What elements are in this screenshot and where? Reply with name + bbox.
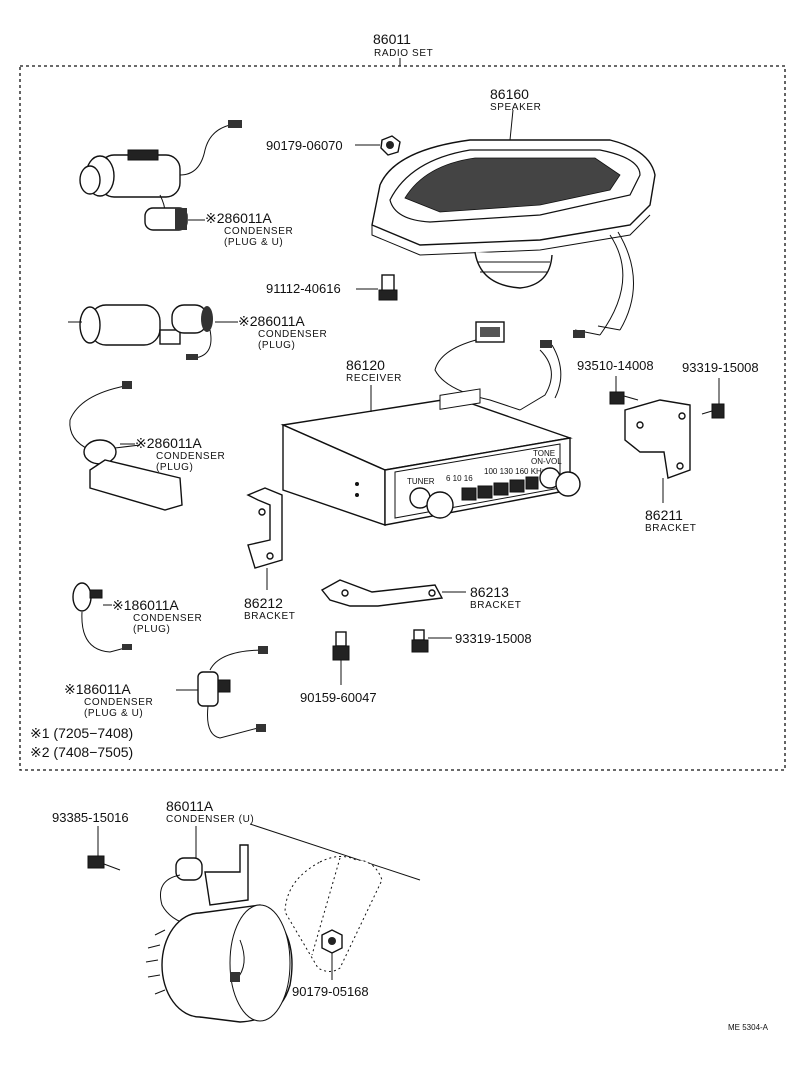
radio-set-number: 86011	[373, 31, 411, 47]
condenser-3-part	[69, 381, 183, 511]
bolt-93319-15008-bottom	[411, 629, 429, 653]
nut-90179-05168	[321, 929, 343, 954]
condenser-4-label: ※186011A	[112, 597, 179, 613]
part-93385-15016: 93385-15016	[52, 810, 129, 825]
bolt-91112-40616	[378, 274, 398, 301]
condenser-5-name: CONDENSER	[84, 697, 153, 708]
part-90159-60047: 90159-60047	[300, 690, 377, 705]
radio-set-boundary	[19, 65, 786, 771]
bolt-90159-60047	[332, 631, 350, 661]
condenser-4-part	[72, 582, 132, 653]
volume-outer-knob	[555, 471, 581, 497]
condenser-2-sub: (PLUG)	[258, 340, 296, 351]
preset-buttons	[461, 476, 539, 501]
condenser-5-body	[197, 671, 219, 707]
nut-90179-06070	[380, 135, 401, 156]
note-1: ※1 (7205−7408)	[30, 725, 133, 741]
condenser-6-number: 86011A	[166, 798, 214, 814]
condenser-6-part	[145, 844, 293, 1023]
condenser-1-label: ※286011A	[205, 210, 272, 226]
part-86213-number: 86213	[470, 584, 509, 600]
tone-label: TONE	[533, 449, 555, 458]
radio-set-name: RADIO SET	[374, 48, 433, 59]
speaker-leader	[509, 109, 514, 141]
condenser-4-body	[72, 582, 92, 612]
condenser-5-sub: (PLUG & U)	[84, 708, 143, 719]
part-90179-05168: 90179-05168	[292, 984, 369, 999]
condenser-2-name: CONDENSER	[258, 329, 327, 340]
part-86212-number: 86212	[244, 595, 283, 611]
condenser-6-name: CONDENSER (U)	[166, 814, 254, 825]
bracket-86212	[246, 487, 283, 569]
condenser-3-body	[83, 439, 117, 465]
condenser-6-body	[175, 857, 203, 881]
condenser-2-label: ※286011A	[238, 313, 305, 329]
condenser-5-part	[197, 646, 268, 739]
speaker-number: 86160	[490, 86, 529, 102]
speaker-grille	[404, 157, 621, 213]
bolt-93385-15016	[87, 855, 121, 871]
note-2: ※2 (7408−7505)	[30, 744, 133, 760]
bolt-93510-14008	[609, 391, 639, 405]
part-93510-14008: 93510-14008	[577, 358, 654, 373]
condenser-1-sub: (PLUG & U)	[224, 237, 283, 248]
part-93319-15008-right: 93319-15008	[682, 360, 759, 375]
part-86211-number: 86211	[645, 507, 683, 523]
dial-right-scale: 100 130 160 KHz	[484, 467, 546, 476]
diagram-code: ME 5304-A	[728, 1023, 769, 1032]
receiver: 6 10 16 100 130 160 KHz TUNER TONE ON-VO…	[280, 388, 581, 526]
condenser-3-label: ※286011A	[135, 435, 202, 451]
condenser-4-sub: (PLUG)	[133, 624, 171, 635]
speaker-magnet	[474, 251, 553, 289]
dial-left-scale: 6 10 16	[446, 474, 473, 483]
tuner-label: TUNER	[407, 477, 435, 486]
part-91112-40616: 91112-40616	[266, 281, 341, 296]
receiver-name: RECEIVER	[346, 373, 402, 384]
condenser-1-name: CONDENSER	[224, 226, 293, 237]
part-93319-15008-bottom: 93319-15008	[455, 631, 532, 646]
bracket-86213	[320, 579, 444, 607]
part-86212-name: BRACKET	[244, 611, 295, 622]
condenser-5-label: ※186011A	[64, 681, 131, 697]
receiver-number: 86120	[346, 357, 385, 373]
ignition-coil-reference	[284, 856, 383, 972]
bracket-86211	[624, 399, 691, 479]
condenser-1-motor	[79, 120, 242, 231]
part-90179-06070: 90179-06070	[266, 138, 343, 153]
condenser-3-name: CONDENSER	[156, 451, 225, 462]
speaker-name: SPEAKER	[490, 102, 541, 113]
condenser-2-part	[68, 304, 213, 360]
part-86213-name: BRACKET	[470, 600, 521, 611]
part-86211-name: BRACKET	[645, 523, 696, 534]
condenser-3-sub: (PLUG)	[156, 462, 194, 473]
on-vol-label: ON-VOL	[531, 457, 562, 466]
tuner-outer-knob	[426, 491, 454, 519]
condenser-4-name: CONDENSER	[133, 613, 202, 624]
speaker	[371, 139, 656, 336]
bolt-93319-15008-right	[701, 403, 725, 419]
